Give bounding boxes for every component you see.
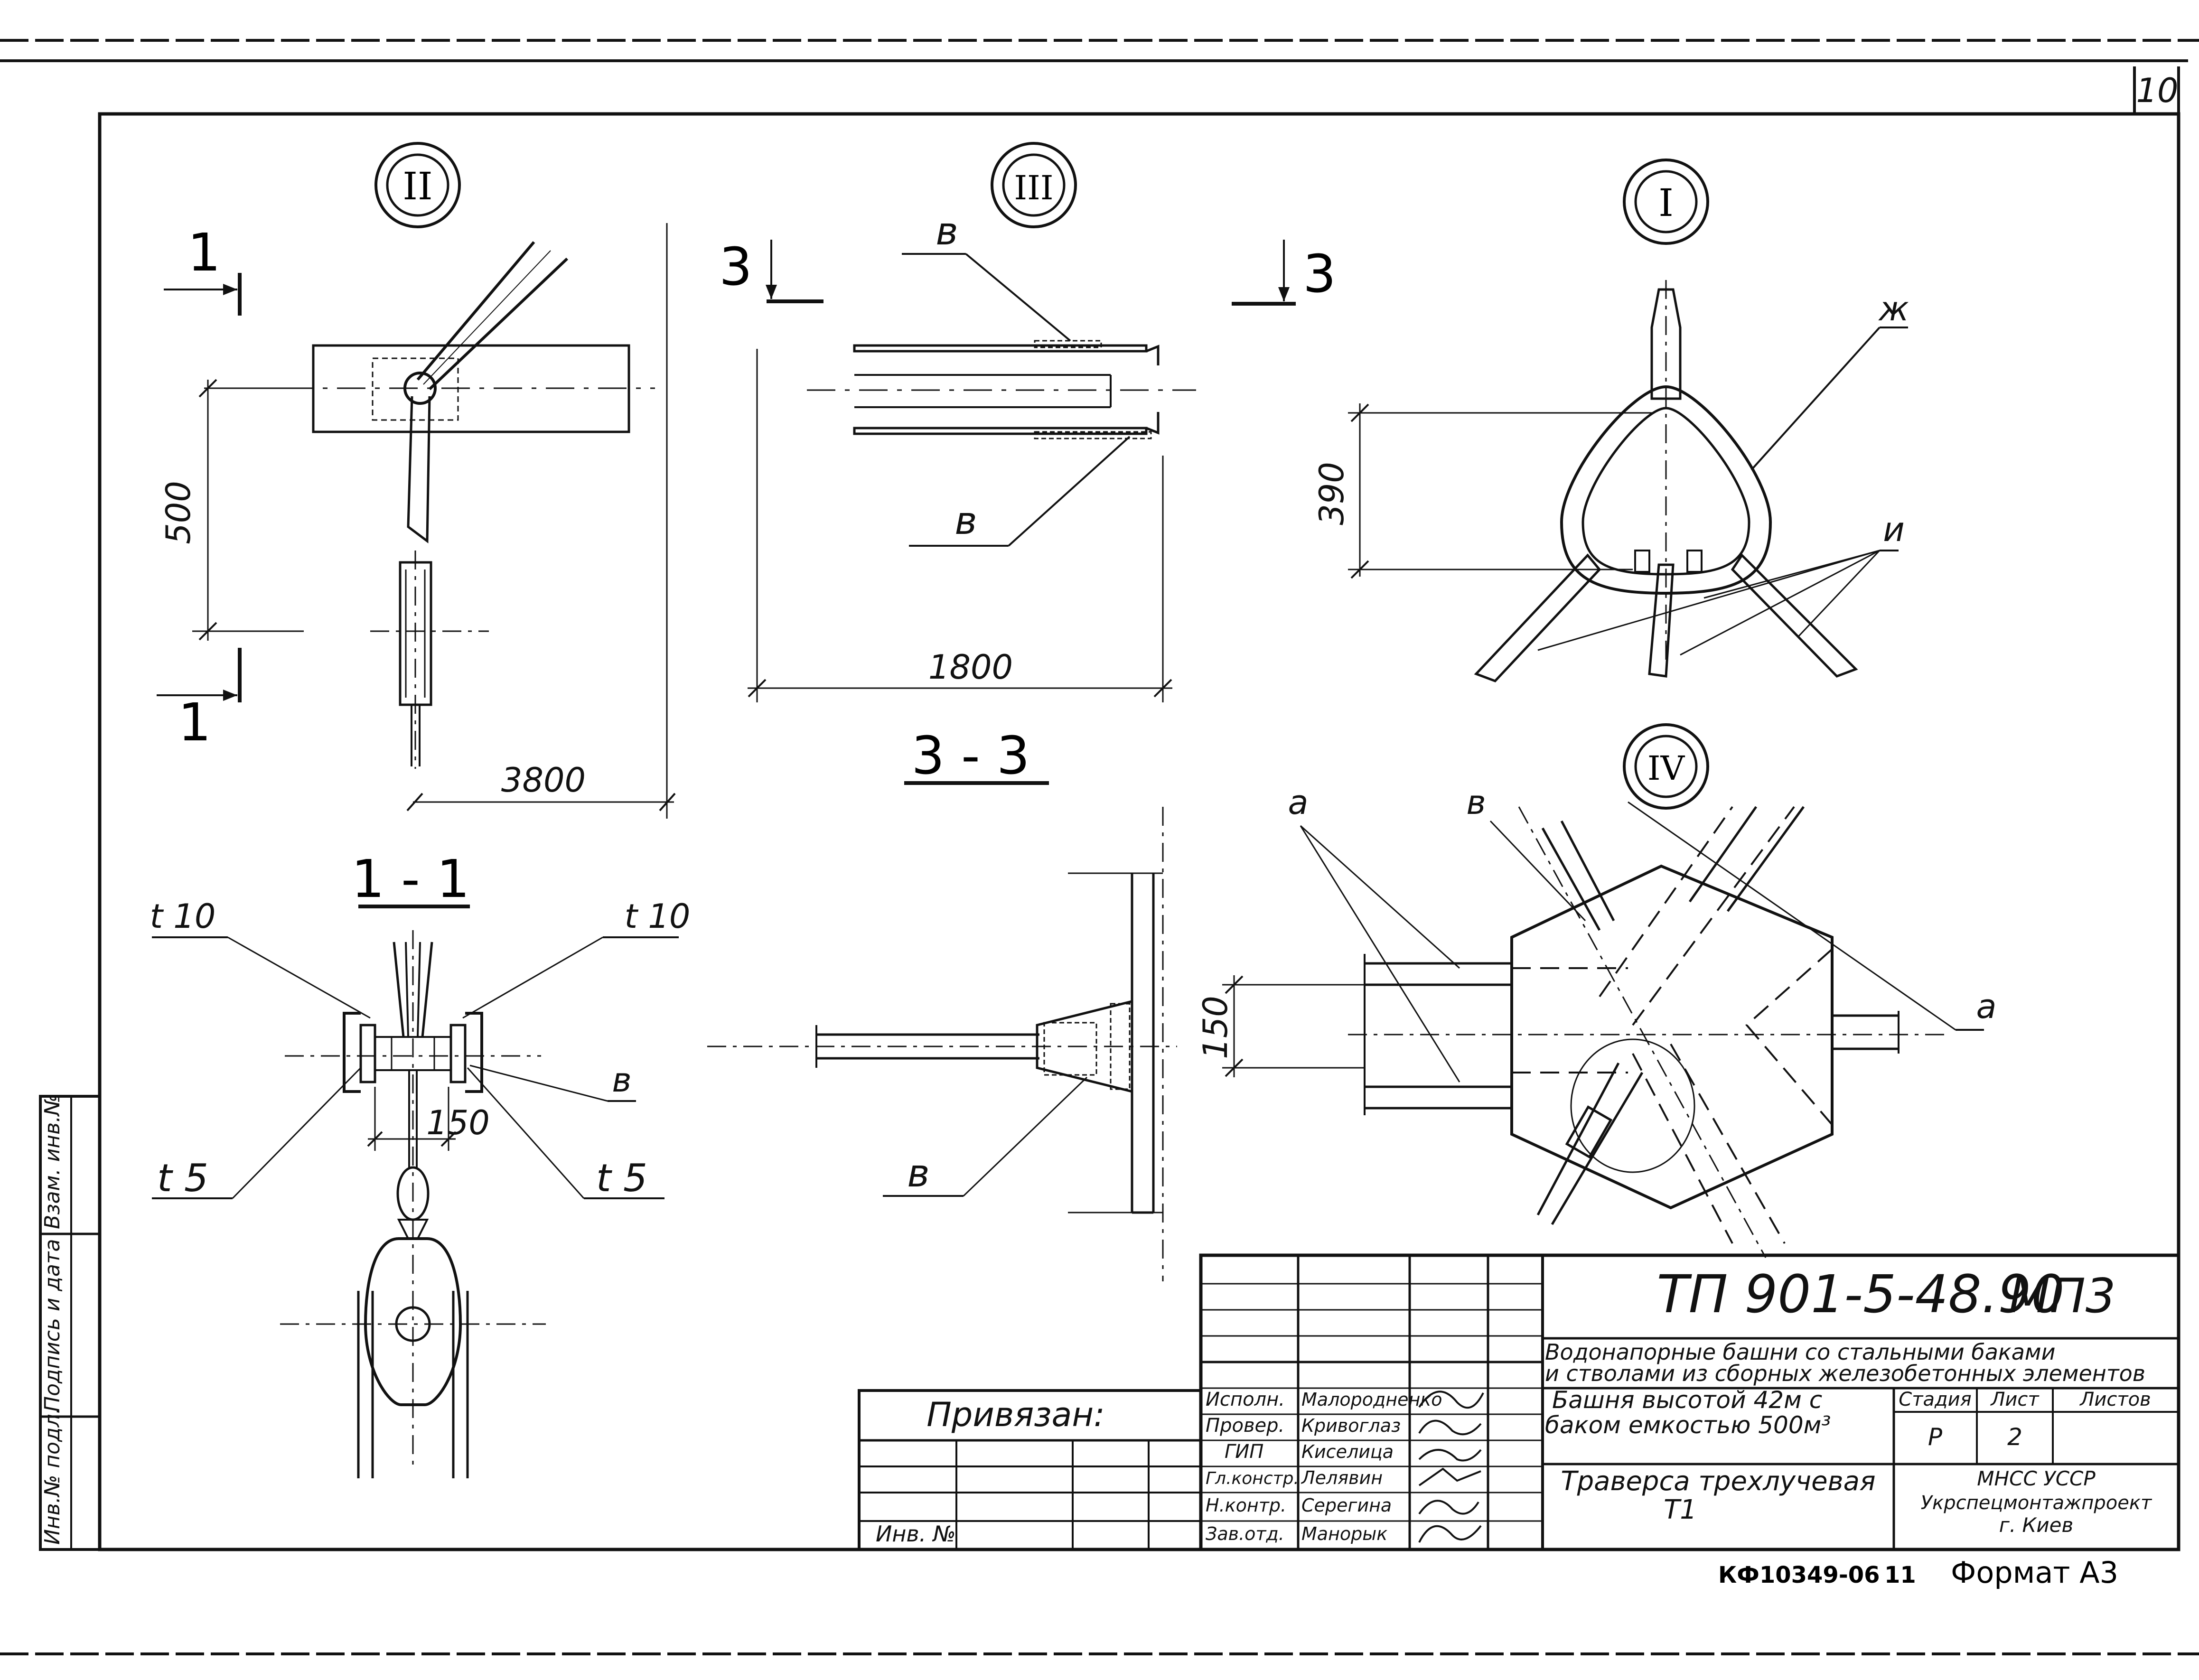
organization-line-3: г. Киев [1999, 1513, 2073, 1537]
header-sheet: Лист [1990, 1389, 2040, 1410]
attached-box: Привязан: Инв. № [858, 1389, 1202, 1551]
label-t5-left: t 5 [157, 1156, 208, 1200]
dim-150-view4: 150 [1196, 996, 1235, 1059]
svg-text:Зав.отд.: Зав.отд. [1206, 1523, 1284, 1544]
svg-text:Лелявин: Лелявин [1301, 1467, 1383, 1488]
stage-value: Р [1928, 1423, 1943, 1451]
svg-text:Серегина: Серегина [1301, 1495, 1392, 1516]
label-a-left: а [1288, 783, 1309, 822]
dim-3800: 3800 [501, 761, 586, 800]
dim-1800: 1800 [928, 648, 1013, 687]
description-line-1: Водонапорные башни со стальными баками [1545, 1339, 2055, 1365]
label-b-bottom: в [954, 499, 977, 543]
header-stage: Стадия [1899, 1389, 1971, 1410]
section-3-3-title: 3 - 3 [911, 725, 1030, 786]
stamp-signature-date: Подпись и дата [40, 1239, 65, 1412]
dim-390: 390 [1312, 462, 1351, 525]
signature-row: Н.контр. Серегина [1206, 1495, 1479, 1516]
dim-500: 500 [159, 481, 198, 544]
view-iv: IV [1196, 723, 1997, 1258]
label-b-section33: в [907, 1151, 929, 1195]
label-t10-left: t 10 [150, 897, 216, 936]
signature-row: Гл.констр. Лелявин [1206, 1467, 1481, 1488]
view-ii: II 500 3800 [157, 142, 676, 819]
header-sheets: Листов [2079, 1389, 2151, 1410]
label-b-view4: в [1466, 783, 1486, 822]
section-1-1: 1 - 1 150 [150, 849, 691, 1478]
dim-150-section11: 150 [426, 1103, 490, 1142]
tower-line-1: Башня высотой 42м с [1552, 1386, 1822, 1414]
format-label: Формат А3 [1951, 1555, 2118, 1590]
svg-text:Н.контр.: Н.контр. [1206, 1495, 1286, 1516]
page-number: 10 [2136, 71, 2178, 110]
svg-text:Кривоглаз: Кривоглаз [1301, 1415, 1401, 1436]
svg-text:Киселица: Киселица [1301, 1441, 1394, 1462]
view-iv-label: IV [1647, 749, 1685, 788]
title-block: Исполн. Малородненко Провер. Кривоглаз Г… [1199, 1253, 2180, 1551]
view-iii: III в в 1800 3 3 [719, 142, 1336, 702]
cut-1-top: 1 [187, 222, 221, 283]
sheet-number-value: 2 [2007, 1423, 2022, 1451]
cut-1-bottom: 1 [178, 692, 211, 753]
svg-text:Исполн.: Исполн. [1206, 1389, 1285, 1410]
description-line-2: и стволами из сборных железобетонных эле… [1545, 1361, 2145, 1386]
section-1-1-title: 1 - 1 [351, 849, 470, 909]
svg-text:Манорык: Манорык [1301, 1523, 1387, 1544]
stamp-inv-orig: Инв.№ подл. [40, 1407, 65, 1545]
drawing-code: Т1 [1664, 1494, 1697, 1525]
label-t5-right: t 5 [596, 1156, 647, 1200]
inv-number-label: Инв. № [876, 1521, 956, 1547]
signature-row: Исполн. Малородненко [1206, 1389, 1484, 1410]
organization-line-2: Укрспецмонтажпроект [1921, 1492, 2152, 1514]
designation: ТП 901-5-48.90 [1656, 1264, 2064, 1325]
bottom-code: КФ10349-06 [1718, 1562, 1880, 1588]
tower-line-2: баком емкостью 500м³ [1545, 1411, 1831, 1439]
signature-row: Зав.отд. Манорык [1206, 1523, 1482, 1544]
cut-3-left: 3 [719, 236, 752, 297]
label-zh: ж [1878, 289, 1909, 328]
album-code: МП3 [2009, 1268, 2115, 1324]
signature-row: ГИП Киселица [1225, 1441, 1482, 1463]
label-b-section11: в [612, 1061, 631, 1100]
side-stamp: Инв.№ подл. Подпись и дата Взам. инв.№ [39, 1094, 101, 1551]
cut-3-right: 3 [1303, 243, 1336, 304]
bottom-number: 11 [1884, 1562, 1916, 1588]
svg-text:Провер.: Провер. [1206, 1415, 1284, 1437]
drawing-title: Траверса трехлучевая [1561, 1466, 1875, 1497]
svg-text:ГИП: ГИП [1225, 1441, 1263, 1463]
organization-line-1: МНСС УССР [1977, 1467, 2096, 1490]
drawing-frame [98, 112, 2180, 1551]
label-a-right: а [1976, 987, 1997, 1026]
view-i: I 390 ж и [1312, 159, 1909, 682]
label-i: и [1883, 510, 1905, 549]
label-b-top: в [936, 209, 958, 253]
view-iii-label: III [1014, 168, 1054, 207]
stamp-replaced-inv: Взам. инв.№ [40, 1094, 65, 1229]
svg-text:Гл.констр.: Гл.констр. [1206, 1469, 1299, 1488]
view-ii-label: II [402, 164, 432, 208]
label-t10-right: t 10 [625, 897, 691, 936]
attached-label: Привязан: [926, 1395, 1104, 1434]
signature-row: Провер. Кривоглаз [1206, 1415, 1482, 1437]
view-i-label: I [1658, 181, 1674, 225]
svg-text:Малородненко: Малородненко [1301, 1389, 1442, 1410]
section-3-3: 3 - 3 в [707, 725, 1177, 1281]
